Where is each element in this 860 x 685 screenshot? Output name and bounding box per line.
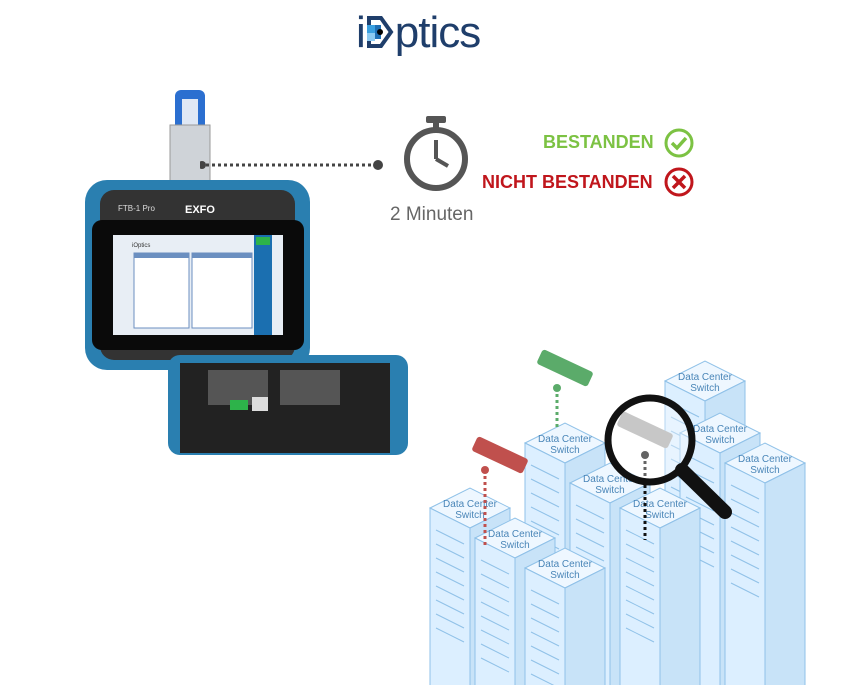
switch-label: Switch xyxy=(550,445,579,456)
fail-label: NICHT BESTANDEN xyxy=(482,172,653,192)
connector-line xyxy=(200,160,383,170)
stopwatch-icon xyxy=(404,116,468,191)
switch-label: Data Center xyxy=(693,424,748,435)
switch-label: Switch xyxy=(705,435,734,446)
switch-label: Switch xyxy=(690,383,719,394)
switch-label: Switch xyxy=(595,485,624,496)
transceiver-module xyxy=(472,436,528,545)
device-brand: EXFO xyxy=(185,204,215,216)
switch-label: Data Center xyxy=(678,372,733,383)
switch-label: Data Center xyxy=(443,499,498,510)
switch-label: Data Center xyxy=(633,499,688,510)
switch-label: Data Center xyxy=(488,529,543,540)
switch-label: Switch xyxy=(500,540,529,551)
logo-mark-icon xyxy=(366,16,394,48)
check-circle-icon xyxy=(664,128,694,158)
transceiver-module xyxy=(617,411,673,540)
pass-label: BESTANDEN xyxy=(543,132,654,152)
screen-title: iOptics xyxy=(132,243,150,249)
switch-label: Data Center xyxy=(583,474,638,485)
switch-label: Switch xyxy=(750,465,779,476)
logo-text: ptics xyxy=(394,8,481,57)
magnifier-icon xyxy=(604,394,732,519)
exfo-tester-device: FTB-1 Pro EXFO iOptics xyxy=(85,90,408,455)
transceiver-module xyxy=(537,349,593,430)
x-circle-icon xyxy=(664,167,694,197)
switch-label: Switch xyxy=(455,510,484,521)
device-model: FTB-1 Pro xyxy=(118,204,155,213)
switch-label: Switch xyxy=(550,570,579,581)
switch-label: Data Center xyxy=(738,454,793,465)
switch-label: Data Center xyxy=(538,434,593,445)
timer-label: 2 Minuten xyxy=(390,204,474,225)
switch-label: Switch xyxy=(645,510,674,521)
logo-text-i: i xyxy=(356,8,366,57)
switch-label: Data Center xyxy=(538,559,593,570)
